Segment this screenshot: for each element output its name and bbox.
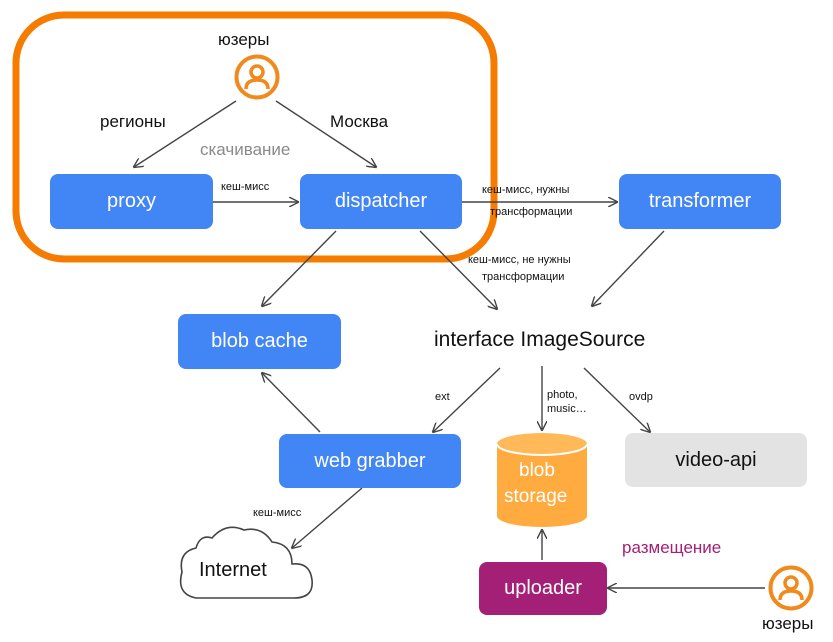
edge-webgrabber-to-internet — [292, 487, 363, 548]
web-grabber-node: web grabber — [279, 434, 461, 488]
download-group-label: скачивание — [200, 140, 291, 159]
edge-label-photo-1: photo, — [547, 389, 578, 401]
edge-label-dispatcher-transformer-2: трансформации — [490, 206, 573, 218]
video-api-node: video-api — [625, 433, 807, 487]
blob-storage-label-2: storage — [504, 486, 568, 507]
users-top-label: юзеры — [218, 30, 270, 49]
proxy-node: proxy — [50, 174, 213, 229]
edge-label-webgrabber-internet: кеш-мисс — [253, 507, 302, 519]
edge-label-moscow: Москва — [330, 112, 389, 131]
edge-label-regions: регионы — [100, 112, 166, 131]
edge-label-placement: размещение — [622, 538, 722, 557]
edge-label-dispatcher-imagesource-1: кеш-мисс, не нужны — [468, 254, 571, 266]
edge-users-to-dispatcher — [275, 100, 376, 167]
edge-label-ovdp: ovdp — [629, 391, 653, 403]
uploader-node: uploader — [479, 562, 607, 615]
transformer-node: transformer — [619, 174, 781, 229]
users-bottom-label: юзеры — [762, 614, 814, 633]
edge-label-proxy-dispatcher: кеш-мисс — [221, 181, 270, 193]
user-icon-top — [233, 53, 281, 101]
blob-cache-node: blob cache — [178, 314, 341, 369]
edge-label-ext: ext — [435, 391, 450, 403]
interface-imagesource-node: interface ImageSource — [434, 328, 646, 351]
dispatcher-node: dispatcher — [300, 174, 462, 229]
edge-label-photo-2: music… — [547, 403, 587, 415]
edge-dispatcher-to-blobcache — [262, 230, 337, 306]
edge-webgrabber-to-blobcache — [262, 373, 321, 433]
edge-label-dispatcher-imagesource-2: трансформации — [482, 271, 565, 283]
edge-label-dispatcher-transformer-1: кеш-мисс, нужны — [482, 184, 570, 196]
internet-node-label: Internet — [199, 559, 267, 581]
user-icon-bottom — [767, 564, 815, 612]
blob-storage-label-1: blob — [519, 460, 555, 481]
edge-transformer-to-imagesource — [592, 230, 665, 306]
